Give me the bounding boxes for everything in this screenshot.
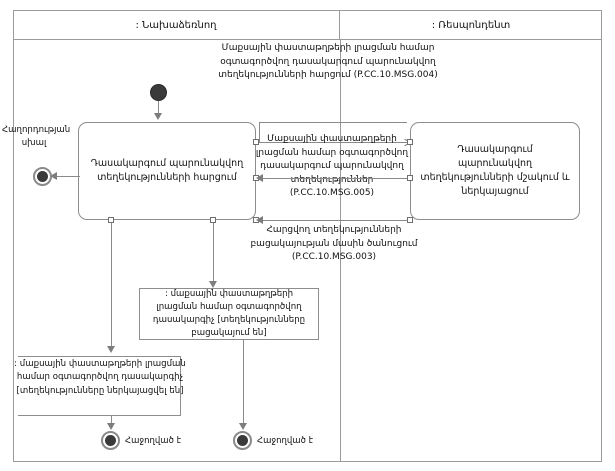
- activity-process-port-send-003: [407, 217, 413, 223]
- arrow-start-to-request-icon: [154, 113, 162, 120]
- activity-process-port-receive: [407, 139, 413, 145]
- arrow-note-absent-to-end-icon: [239, 423, 247, 430]
- activity-request-label: Դասակարգում պարունակվող տեղեկությունների…: [90, 158, 244, 183]
- flow-msg-004-horizontal: [259, 142, 407, 143]
- activity-request[interactable]: Դասակարգում պարունակվող տեղեկությունների…: [78, 122, 256, 220]
- flow-to-note-presented: [111, 223, 112, 348]
- activity-request-port-send: [253, 139, 259, 145]
- end-node-left-label: Հաջողված է: [125, 436, 181, 446]
- note-absent-label: : մաքսային փաստաթղթերի լրացման համար օգտ…: [152, 289, 306, 338]
- end-node-left: [101, 431, 120, 450]
- note-presented: : մաքսային փաստաթղթերի լրացման համար օգտ…: [14, 359, 186, 396]
- arrow-to-error-end-icon: [50, 172, 57, 180]
- activity-process[interactable]: Դասակարգում պարունակվող տեղեկությունների…: [410, 122, 580, 220]
- message-label-msg-005: Մաքսային փաստաթղթերի լրացման համար օգտագ…: [255, 134, 409, 198]
- start-node: [150, 84, 167, 101]
- flow-msg-003-horizontal: [259, 220, 407, 221]
- flow-msg-004-riser: [259, 122, 260, 142]
- end-node-error: [33, 167, 52, 186]
- note-presented-bracket: [18, 356, 181, 416]
- partition-header-row: : Նախաձեռնող : Ռեսպոնդենտ: [13, 10, 602, 40]
- message-label-msg-004: Մաքսային փաստաթղթերի լրացման համար օգտագ…: [218, 43, 438, 80]
- flow-note-presented-to-end: [111, 416, 112, 425]
- end-node-right-label: Հաջողված է: [257, 436, 313, 446]
- error-branch-label: Հաղորդության սխալ: [2, 125, 71, 149]
- diagram-frame: [13, 10, 602, 462]
- arrow-note-presented-to-end-icon: [107, 423, 115, 430]
- flow-msg-004-top: [259, 122, 407, 123]
- activity-request-port-out-left: [108, 217, 114, 223]
- flow-msg-005-horizontal: [259, 178, 407, 179]
- end-node-right: [233, 431, 252, 450]
- flow-start-to-request: [158, 101, 159, 115]
- arrow-msg-005-icon: [256, 174, 263, 182]
- arrow-msg-003-icon: [256, 216, 263, 224]
- activity-request-port-out-right: [210, 217, 216, 223]
- flow-to-note-absent: [213, 223, 214, 283]
- flow-note-absent-to-end: [243, 340, 244, 425]
- flow-request-to-error-end: [54, 176, 80, 177]
- activity-process-port-send-005: [407, 175, 413, 181]
- partition-header-initiator: : Նախաձեռնող: [13, 10, 340, 40]
- partition-divider: [340, 40, 341, 462]
- message-label-msg-003: Հարցվող տեղեկությունների բացակայության մ…: [250, 225, 418, 262]
- partition-header-respondent: : Ռեսպոնդենտ: [431, 19, 511, 31]
- note-absent: : մաքսային փաստաթղթերի լրացման համար օգտ…: [139, 288, 319, 340]
- arrow-to-note-absent-icon: [209, 281, 217, 288]
- activity-process-label: Դասակարգում պարունակվող տեղեկությունների…: [420, 144, 570, 197]
- arrow-to-note-presented-icon: [107, 346, 115, 353]
